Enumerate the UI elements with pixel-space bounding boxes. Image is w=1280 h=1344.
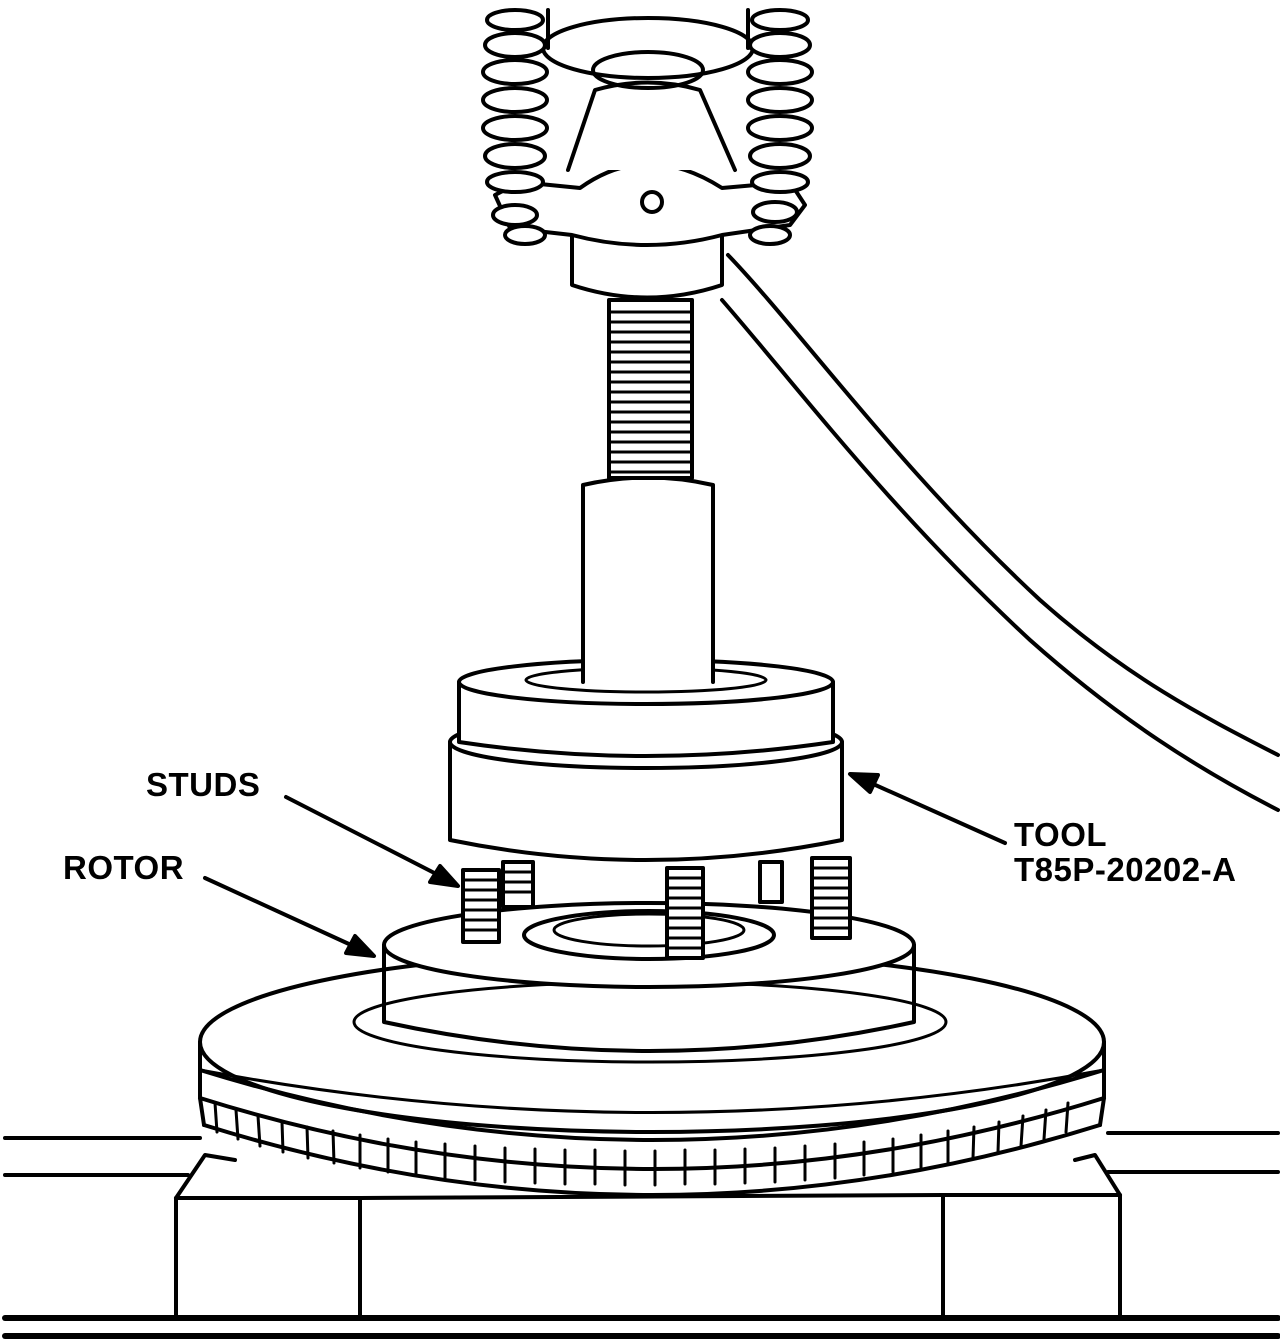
studs xyxy=(461,856,852,960)
rotor-hub xyxy=(352,901,948,1064)
adapter-shaft xyxy=(581,475,715,684)
support-blocks xyxy=(174,1153,1122,1320)
hose xyxy=(720,253,1280,812)
press-spring xyxy=(481,8,814,246)
rotor-label: ROTOR xyxy=(63,849,185,886)
press-bed xyxy=(2,1131,1280,1339)
forcing-screw xyxy=(607,298,694,480)
tool-label-part-number: T85P-20202-A xyxy=(1014,850,1237,888)
callout-leaders xyxy=(203,772,1007,958)
tool-label-title: TOOL xyxy=(1014,816,1108,853)
tool-label: TOOL T85P-20202-A xyxy=(1014,816,1237,888)
press-ram-head xyxy=(493,8,807,300)
puller-tool xyxy=(448,658,844,862)
studs-label: STUDS xyxy=(146,766,261,803)
